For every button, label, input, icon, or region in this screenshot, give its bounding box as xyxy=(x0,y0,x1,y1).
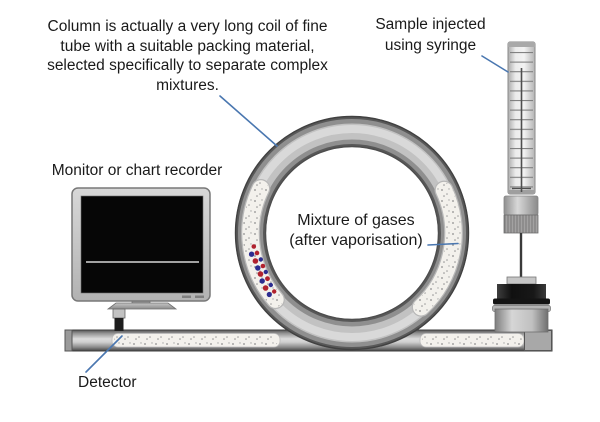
monitor-label: Monitor or chart recorder xyxy=(51,162,223,179)
syringe-knurled-grip xyxy=(503,214,539,234)
column-coil xyxy=(234,115,470,351)
column-note-line2: tube with a suitable packing material, xyxy=(60,37,315,55)
tube-window-left xyxy=(111,333,281,348)
column-note-label: Column is actually a very long coil of f… xyxy=(20,17,355,95)
column-note-line4: mixtures. xyxy=(156,76,219,94)
monitor-screen xyxy=(80,195,204,294)
detector-device xyxy=(112,308,126,331)
tube-window-right xyxy=(419,333,525,348)
leader-line-detector xyxy=(85,335,123,373)
injection-port xyxy=(492,276,551,333)
detector-label: Detector xyxy=(78,374,137,391)
column-note-line1: Column is actually a very long coil of f… xyxy=(47,18,328,35)
monitor-stand-base xyxy=(106,302,178,310)
mixture-label: Mixture of gases (after vaporisation) xyxy=(277,211,435,250)
leader-line-column xyxy=(219,95,278,147)
bottom-tube xyxy=(64,329,553,352)
mixture-line1: Mixture of gases xyxy=(297,212,415,229)
mixture-line2: (after vaporisation) xyxy=(289,231,423,249)
syringe xyxy=(503,41,539,280)
leader-line-syringe xyxy=(481,55,509,73)
leader-line-mixture xyxy=(427,242,459,246)
column-note-line3: selected specifically to separate comple… xyxy=(47,57,328,74)
syringe-plunger xyxy=(512,68,531,192)
tube-end-cap-left xyxy=(64,329,73,352)
sample-bands xyxy=(248,244,277,298)
monitor-button xyxy=(195,295,204,298)
tube-end-cap-right xyxy=(524,330,552,351)
syringe-collar xyxy=(503,195,539,216)
sample-injection-line1: Sample injected xyxy=(375,16,486,33)
sample-injection-line2: using syringe xyxy=(384,37,477,54)
coil-window-right xyxy=(411,180,463,317)
monitor xyxy=(71,187,211,310)
sample-injection-label: Sample injected using syringe xyxy=(368,14,493,56)
monitor-button xyxy=(182,295,191,298)
